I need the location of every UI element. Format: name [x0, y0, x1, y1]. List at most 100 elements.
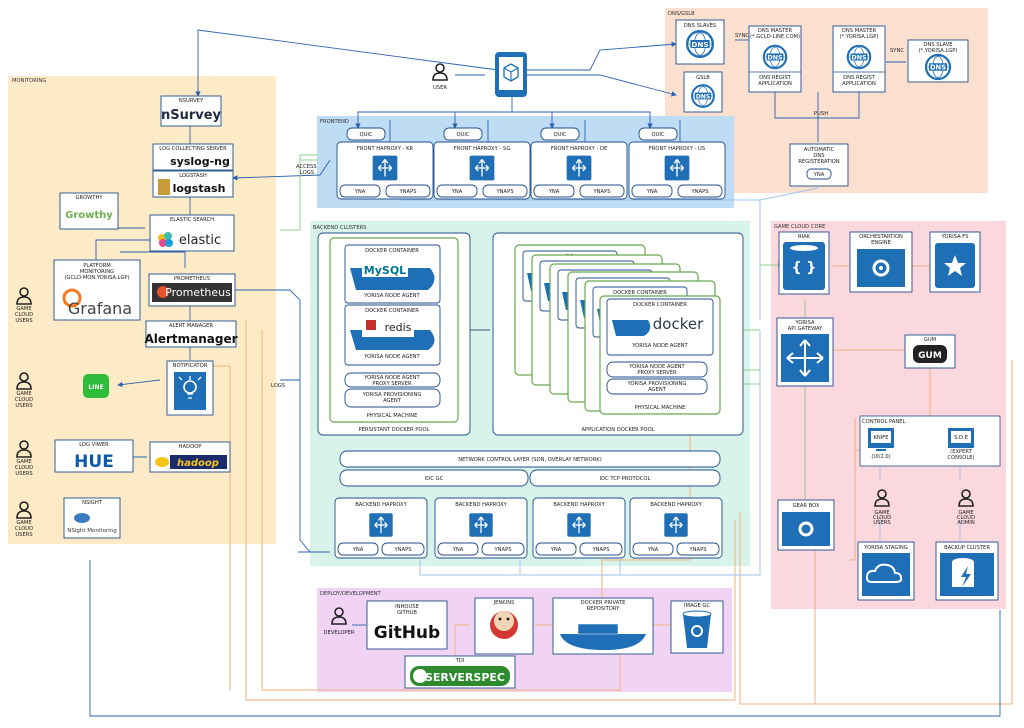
- svg-text:ENGINE: ENGINE: [871, 240, 891, 246]
- svg-text:MONITORING: MONITORING: [80, 269, 114, 275]
- users-label-2: CLOUD: [15, 312, 33, 318]
- core-users-label-1: GAME: [874, 510, 889, 516]
- ynaps-label: YNAPS: [592, 189, 610, 195]
- core-admin-label-1: GAME: [958, 510, 973, 516]
- svg-text:GitHub: GitHub: [374, 623, 440, 643]
- yna-box: [436, 184, 478, 198]
- svg-text:AUTOMATIC: AUTOMATIC: [804, 147, 835, 153]
- yna-box: [337, 542, 379, 556]
- frontend-title: FRONTEND: [320, 119, 349, 125]
- svg-text:Grafana: Grafana: [68, 299, 132, 318]
- svg-text:DNS REGIST: DNS REGIST: [759, 75, 792, 81]
- haproxy-label: FRONT HAPROXY - US: [649, 146, 705, 152]
- users-label-2: CLOUD: [15, 526, 33, 532]
- grafana: PLATFORM MONITORING (GCLD-MON.YORISA.LGP…: [53, 259, 141, 321]
- svg-text:IMAGE GC: IMAGE GC: [684, 603, 710, 609]
- users-label-1: GAME: [16, 306, 31, 312]
- image-gc: IMAGE GC: [670, 600, 724, 654]
- svg-text:DNS SLAVE: DNS SLAVE: [923, 42, 952, 48]
- core-admin-label-3: ADMIN: [957, 520, 975, 526]
- svg-text:AGENT: AGENT: [383, 398, 402, 404]
- svg-text:PLATFORM: PLATFORM: [83, 263, 111, 269]
- haproxy-label: FRONT HAPROXY - KR: [357, 146, 414, 152]
- svg-text:REPOSITORY: REPOSITORY: [587, 606, 620, 612]
- gslb: GSLB: [683, 71, 723, 113]
- application-docker-pool: APPLICATION DOCKER POOL DODOCKER CONTAIN…: [492, 232, 744, 436]
- svg-text:NSIGHT: NSIGHT: [82, 500, 103, 506]
- yorisa-fs: YORISA-FS: [929, 231, 981, 293]
- quic-label: QUIC: [553, 132, 566, 138]
- prov-label-1: YORISA PROVISIONING: [627, 381, 687, 387]
- svg-text:(EXPERT: (EXPERT: [950, 449, 972, 455]
- node-agent-label: YORISA NODE AGENT: [631, 343, 688, 349]
- svg-text:API GATEWAY: API GATEWAY: [788, 326, 823, 332]
- hue-log-viewer: LOG VIWER HUE: [54, 439, 134, 473]
- ynaps-box: [481, 542, 525, 556]
- svg-text:APPLICATION DOCKER POOL: APPLICATION DOCKER POOL: [581, 427, 654, 433]
- logstash: LOGSTASH logstash: [152, 170, 234, 198]
- hadoop: HADOOP hadoop: [149, 441, 231, 473]
- backend-haproxy-label: BACKEND HAPROXY: [650, 502, 702, 508]
- nsurvey: NSURVEY nSurvey: [160, 95, 222, 127]
- svg-text:YORISA NODE AGENT: YORISA NODE AGENT: [363, 354, 420, 360]
- control-panel: CONTROL PANEL KNIFE (UI/2.0) S.D.E (EXPE…: [859, 415, 1001, 467]
- load-balancer-icon: [663, 512, 689, 538]
- dns-slave-2: DNS SLAVE (*.YORISA.LGP): [907, 39, 969, 83]
- dns-master-2: DNS MASTER (*.YORISA.LGP) DNS REGIST APP…: [832, 25, 886, 93]
- load-balancer-icon: [371, 154, 399, 182]
- svg-text:CONSOLE): CONSOLE): [947, 455, 974, 461]
- svg-text:YORISA NODE AGENT: YORISA NODE AGENT: [363, 375, 420, 381]
- dns-slaves: DNS SLAVES: [675, 19, 725, 65]
- svg-text:NETWORK CONTROL LAYER (SDN, OV: NETWORK CONTROL LAYER (SDN, OVERLAY NETW…: [458, 457, 601, 463]
- proxy-server-box: [606, 361, 708, 378]
- redis-container: DOCKER CONTAINER redis YORISA NODE AGENT: [344, 304, 441, 366]
- core-title: GAME CLOUD CORE: [774, 224, 825, 230]
- prometheus: PROMETHEUS Prometheus: [148, 273, 236, 307]
- backup-cluster: BACKUP CLUSTER: [935, 541, 999, 601]
- backend-haproxy-label: BACKEND HAPROXY: [455, 502, 507, 508]
- svg-text:ALERT MANAGER: ALERT MANAGER: [169, 323, 213, 329]
- yna-box: [632, 542, 674, 556]
- network-control-layer: NETWORK CONTROL LAYER (SDN, OVERLAY NETW…: [339, 450, 721, 468]
- ynaps-label: YNAPS: [493, 547, 511, 553]
- deploy-title: DEPLOY/DEVELOPMENT: [320, 591, 381, 597]
- svg-text:GITHUB: GITHUB: [397, 610, 417, 616]
- elastic-search: ELASTIC SEARCH elastic: [149, 214, 235, 252]
- ynaps-box: [385, 184, 431, 198]
- yna-box: [631, 184, 673, 198]
- user-label: USER: [433, 85, 447, 91]
- svg-text:DNS MASTER: DNS MASTER: [758, 28, 793, 34]
- orchestration-engine: ORCHESTARTION ENGINE: [849, 231, 913, 293]
- load-balancer-icon: [468, 512, 494, 538]
- access-logs-label-2: LOGS: [300, 170, 314, 176]
- jenkins: JENKINS: [474, 597, 534, 655]
- riak: RIAK { }: [778, 231, 830, 295]
- svg-text:DNS REGIST: DNS REGIST: [843, 75, 876, 81]
- svg-text:nSurvey: nSurvey: [161, 108, 222, 123]
- svg-text:GUM: GUM: [924, 337, 936, 343]
- quic-label: QUIC: [456, 132, 469, 138]
- yorisa-staging: YORISA STAGING: [857, 541, 915, 601]
- svg-text:HADOOP: HADOOP: [179, 444, 202, 450]
- svg-text:REGISTERATION: REGISTERATION: [798, 159, 839, 165]
- auto-dns-registration: AUTOMATIC DNS REGISTERATION YNA: [789, 143, 849, 187]
- svg-text:JENKINS: JENKINS: [493, 600, 515, 606]
- svg-text:S.D.E: S.D.E: [954, 435, 968, 441]
- users-label-3: USERS: [15, 403, 32, 409]
- users-label-3: USERS: [15, 471, 32, 477]
- syslog-ng: LOG COLLECTING SERVER syslog-ng: [152, 143, 234, 171]
- svg-text:DOCKER CONTAINER: DOCKER CONTAINER: [365, 308, 419, 314]
- notificator: NOTIFICATOR: [166, 360, 214, 416]
- yna-label: YNA: [647, 547, 659, 553]
